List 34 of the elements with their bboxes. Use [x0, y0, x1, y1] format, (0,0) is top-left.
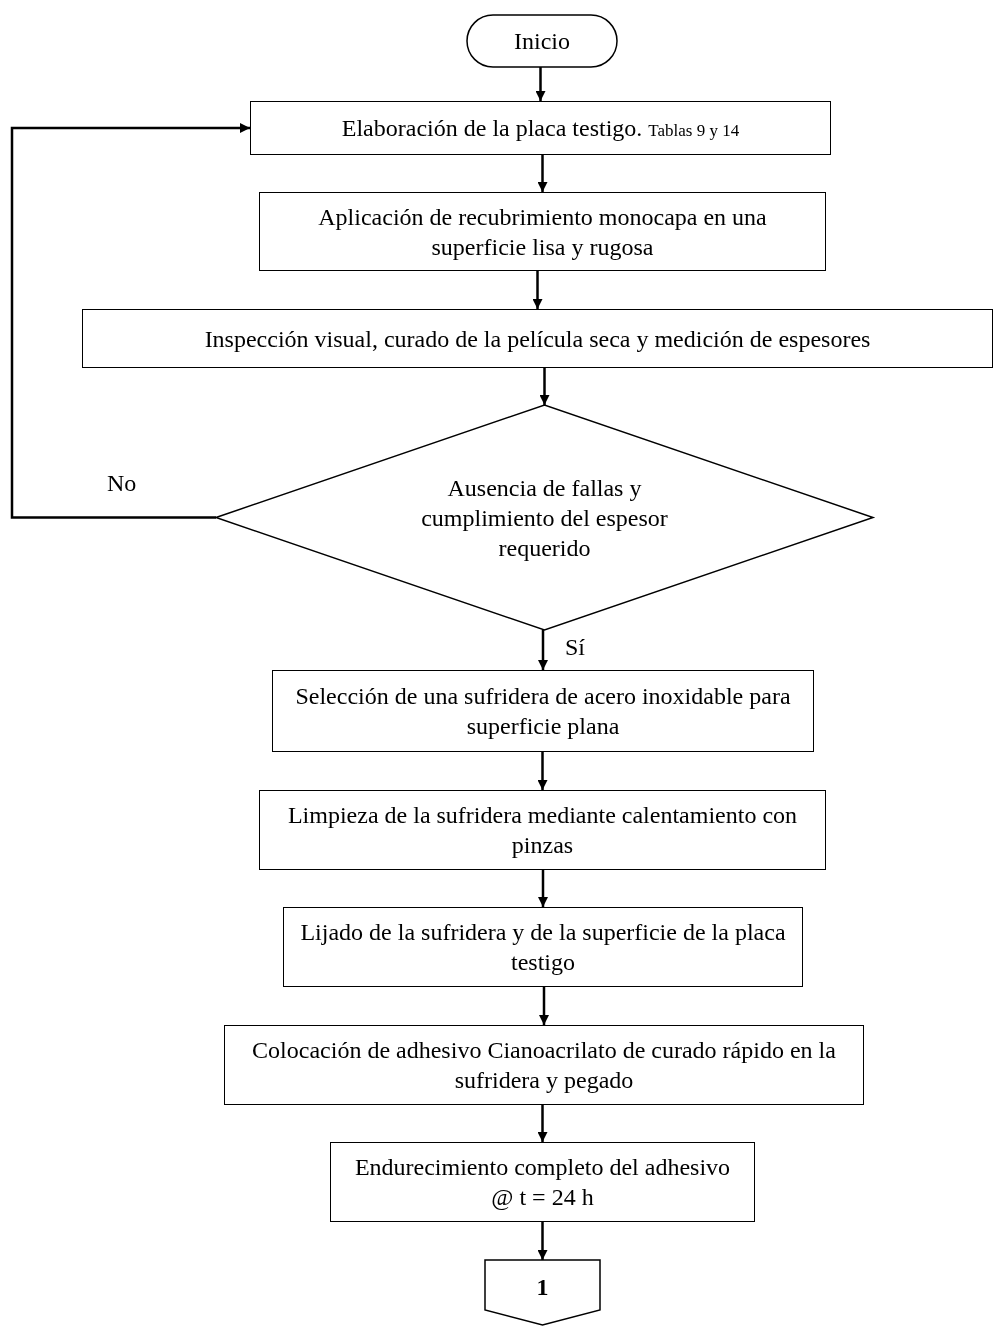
off-page-connector — [485, 1260, 600, 1325]
node-text: Selección de una sufridera de acero inoxidable para superficie plana — [295, 683, 791, 739]
start-terminal — [467, 15, 617, 67]
node-text: Aplicación de recubrimiento monocapa en una superficie lisa y rugosa — [318, 203, 767, 260]
node-text: 1 — [536, 1273, 549, 1300]
node-text: Ausencia de fallas y cumplimiento del espesor requerido — [421, 474, 668, 561]
table-reference: Tablas 9 y 14 — [648, 121, 740, 140]
process-box — [330, 1142, 755, 1222]
arrow — [538, 630, 548, 670]
arrow — [537, 1105, 548, 1142]
node-text: Endurecimiento completo del adhesivo @ t = 24 h — [354, 1154, 731, 1210]
arrow — [537, 752, 548, 790]
arrow — [539, 368, 550, 405]
arrow — [532, 271, 543, 309]
process-box — [283, 907, 803, 987]
node-text: Inspección visual, curado de la película seca y medición de espesores — [204, 325, 871, 352]
node-text: Inicio — [514, 28, 570, 54]
node-text: Limpieza de la sufridera mediante calentamiento con pinzas — [287, 802, 798, 858]
process-box — [259, 192, 826, 271]
arrow — [535, 67, 546, 101]
process-box — [250, 101, 831, 155]
process-box — [259, 790, 826, 870]
arrow — [538, 870, 548, 907]
decision-diamond — [216, 405, 873, 630]
arrow — [537, 155, 548, 192]
node-text: Lijado de la sufridera y de la superficie de la placa testigo — [300, 919, 786, 975]
process-box — [224, 1025, 864, 1105]
node-text: Colocación de adhesivo Cianoacrilato de curado rápido en la sufridera y pegado — [252, 1037, 836, 1093]
arrow — [10, 123, 250, 519]
node-text: Elaboración de la placa testigo. — [341, 115, 643, 141]
arrow — [539, 987, 549, 1025]
process-box — [82, 309, 993, 368]
process-box — [272, 670, 814, 752]
arrow — [537, 1222, 548, 1260]
